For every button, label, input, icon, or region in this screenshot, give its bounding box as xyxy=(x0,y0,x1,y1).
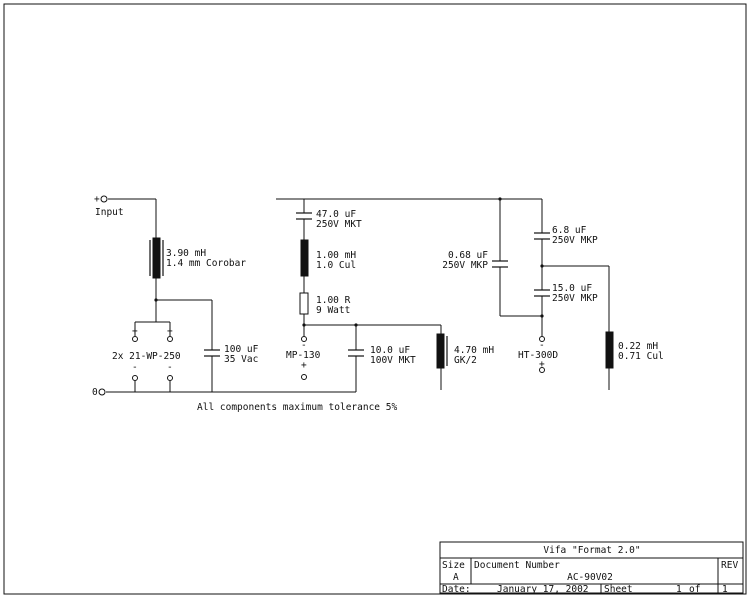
capacitor-c6 xyxy=(534,289,550,297)
l2-value: 1.00 mH xyxy=(316,250,356,261)
capacitor-c1 xyxy=(204,349,220,357)
c2-spec: 250V MKT xyxy=(316,219,362,230)
tolerance-note: All components maximum tolerance 5% xyxy=(197,402,397,413)
l4-value: 0.22 mH xyxy=(618,341,658,352)
capacitor-c3 xyxy=(348,349,364,357)
c6-spec: 250V MKP xyxy=(552,293,598,304)
r1-value: 1.00 R xyxy=(316,295,351,306)
input-plus: + xyxy=(94,194,100,205)
capacitor-c5 xyxy=(534,232,550,240)
l3-spec: GK/2 xyxy=(454,355,477,366)
c2-value: 47.0 uF xyxy=(316,209,356,220)
tweeter-plus: + xyxy=(539,359,545,370)
l3-value: 4.70 mH xyxy=(454,345,494,356)
c4-spec: 250V MKP xyxy=(442,260,488,271)
resistor-r1 xyxy=(299,292,309,315)
c6-value: 15.0 uF xyxy=(552,283,592,294)
capacitor-c2 xyxy=(296,212,312,220)
date-label: Date: xyxy=(442,584,471,595)
ground-label: 0 xyxy=(92,387,98,398)
input-terminal xyxy=(100,195,108,203)
c1-spec: 35 Vac xyxy=(224,354,258,365)
c3-value: 10.0 uF xyxy=(370,345,410,356)
sheet-total: 1 xyxy=(722,584,728,595)
mid-label: MP-130 xyxy=(286,350,321,361)
inductor-l3 xyxy=(436,333,448,369)
woofer-label: 2x 21-WP-250 xyxy=(112,351,181,362)
docnum-label: Document Number xyxy=(474,560,560,571)
input-label: Input xyxy=(95,207,124,218)
c5-value: 6.8 uF xyxy=(552,225,587,236)
c3-spec: 100V MKT xyxy=(370,355,416,366)
wires xyxy=(106,198,610,393)
mid-minus: - xyxy=(301,340,307,351)
l4-spec: 0.71 Cul xyxy=(618,351,664,362)
mid-plus: + xyxy=(301,360,307,371)
sheet-num: 1 xyxy=(676,584,682,595)
title-block-title: Vifa "Format 2.0" xyxy=(543,545,640,556)
sheet-border xyxy=(3,3,747,595)
woofer-plus-2: + xyxy=(167,326,173,337)
inductor-l4 xyxy=(605,331,614,369)
title-block xyxy=(439,541,744,594)
l1-spec: 1.4 mm Corobar xyxy=(166,258,246,269)
c5-spec: 250V MKP xyxy=(552,235,598,246)
speaker-terminals xyxy=(132,336,545,381)
tweeter-label: HT-300D xyxy=(518,350,558,361)
inductor-l2 xyxy=(300,239,309,277)
size-label: Size xyxy=(442,560,465,571)
docnum-value: AC-90V02 xyxy=(567,572,613,583)
capacitor-c4 xyxy=(492,260,508,268)
sheet-label: Sheet xyxy=(604,584,633,595)
rev-label: REV xyxy=(721,560,738,571)
date-value: January 17, 2002 xyxy=(497,584,589,595)
woofer-plus-1: + xyxy=(132,326,138,337)
of-label: of xyxy=(689,584,700,595)
junction-dots xyxy=(154,197,544,327)
size-value: A xyxy=(453,572,459,583)
tweeter-minus: - xyxy=(539,340,545,351)
woofer-minus-1: - xyxy=(132,362,138,373)
inductor-l1 xyxy=(149,237,164,279)
woofer-minus-2: - xyxy=(167,362,173,373)
ground-terminal xyxy=(98,388,106,396)
c4-value: 0.68 uF xyxy=(448,250,488,261)
r1-spec: 9 Watt xyxy=(316,305,350,316)
c1-value: 100 uF xyxy=(224,344,259,355)
l1-value: 3.90 mH xyxy=(166,248,206,259)
l2-spec: 1.0 Cul xyxy=(316,260,356,271)
